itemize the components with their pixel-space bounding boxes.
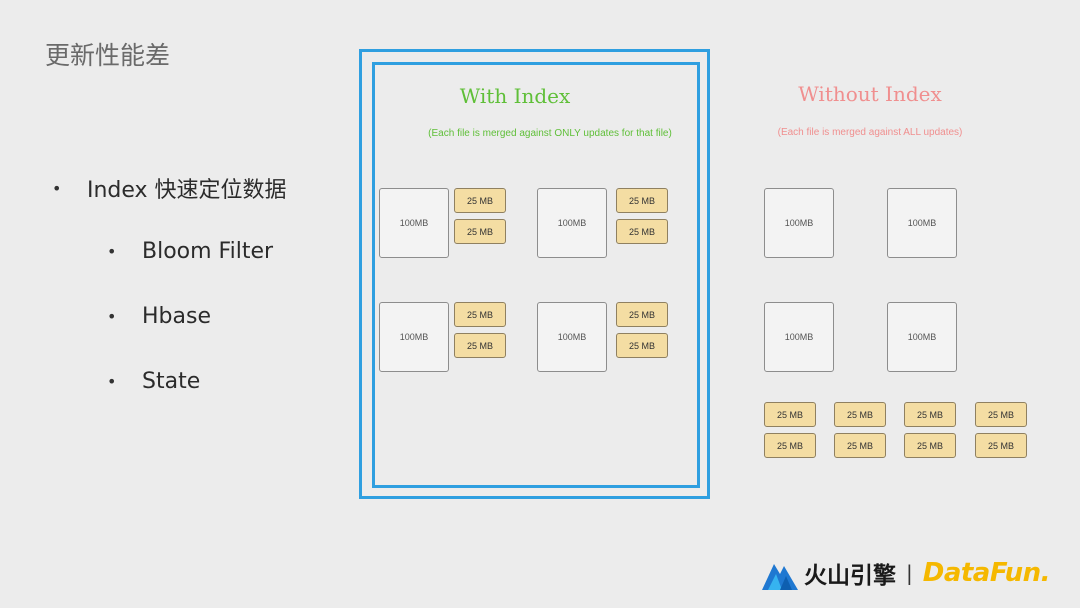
- file-block: 100MB: [379, 188, 449, 258]
- update-block: 25 MB: [834, 433, 886, 458]
- update-block: 25 MB: [454, 333, 506, 358]
- update-block: 25 MB: [616, 302, 668, 327]
- update-block: 25 MB: [904, 433, 956, 458]
- file-block: 100MB: [537, 188, 607, 258]
- brand-name-en: DataFun.: [922, 558, 1051, 588]
- update-block: 25 MB: [454, 188, 506, 213]
- update-block: 25 MB: [975, 402, 1027, 427]
- slide-title: 更新性能差: [45, 41, 171, 70]
- without-index-note: (Each file is merged against ALL updates…: [777, 127, 963, 138]
- bullet-dot-icon: •: [107, 372, 117, 391]
- update-block: 25 MB: [616, 188, 668, 213]
- with-index-note: (Each file is merged against ONLY update…: [428, 128, 672, 139]
- footer-logo: 火山引擎 | DataFun.: [762, 553, 1051, 593]
- without-index-title: Without Index: [798, 82, 942, 106]
- file-block: 100MB: [379, 302, 449, 372]
- logo-separator: |: [906, 561, 913, 585]
- with-index-title: With Index: [459, 84, 571, 108]
- bullet-dot-icon: •: [107, 242, 117, 261]
- highlight-frame-inner: [372, 62, 700, 488]
- file-block: 100MB: [887, 188, 957, 258]
- bullet-text: Bloom Filter: [142, 239, 274, 264]
- update-block: 25 MB: [764, 433, 816, 458]
- bullet-text: Index 快速定位数据: [87, 178, 287, 203]
- update-block: 25 MB: [975, 433, 1027, 458]
- update-block: 25 MB: [454, 302, 506, 327]
- update-block: 25 MB: [834, 402, 886, 427]
- volcano-logo-icon: [762, 564, 798, 590]
- file-block: 100MB: [537, 302, 607, 372]
- bullet-state: • State: [107, 369, 200, 394]
- file-block: 100MB: [764, 188, 834, 258]
- highlight-frame-outer: [359, 49, 710, 499]
- bullet-dot-icon: •: [52, 178, 62, 198]
- file-block: 100MB: [887, 302, 957, 372]
- bullet-bloom-filter: • Bloom Filter: [107, 239, 273, 264]
- update-block: 25 MB: [616, 219, 668, 244]
- bullet-dot-icon: •: [107, 307, 117, 326]
- update-block: 25 MB: [454, 219, 506, 244]
- update-block: 25 MB: [904, 402, 956, 427]
- brand-name-cn: 火山引擎: [804, 563, 896, 589]
- bullet-text: State: [142, 369, 201, 394]
- file-block: 100MB: [764, 302, 834, 372]
- bullet-index: • Index 快速定位数据: [52, 172, 287, 204]
- bullet-hbase: • Hbase: [107, 304, 211, 329]
- update-block: 25 MB: [616, 333, 668, 358]
- update-block: 25 MB: [764, 402, 816, 427]
- bullet-text: Hbase: [142, 304, 211, 329]
